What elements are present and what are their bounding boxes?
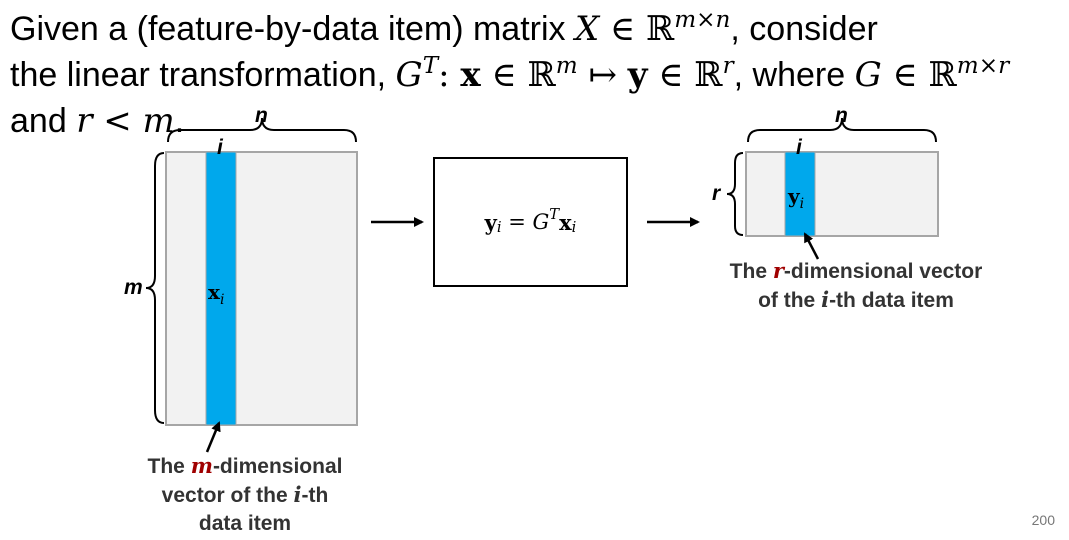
caption-text: of the xyxy=(758,289,822,312)
math-mapsto: ↦ xyxy=(577,55,628,95)
math-G: G xyxy=(395,55,423,95)
statement-line-1: Given a (feature-by-data item) matrix X … xyxy=(10,7,1065,54)
caption-line: vector of the i-th xyxy=(120,481,370,510)
vector-subscript: i xyxy=(219,291,225,308)
eq-y-sub: i xyxy=(496,218,502,236)
math-in-reals: ∈ ℝ xyxy=(647,55,723,95)
left-label-m: m xyxy=(124,276,143,299)
problem-statement: Given a (feature-by-data item) matrix X … xyxy=(10,7,1065,142)
right-vector-label: yi xyxy=(788,184,804,212)
statement-text: , where xyxy=(733,56,855,94)
left-pointer-arrow xyxy=(205,421,221,453)
right-label-r: r xyxy=(712,182,721,205)
page-number: 200 xyxy=(1031,512,1055,528)
caption-text: -dimensional vector xyxy=(783,260,983,283)
math-superscript: m xyxy=(555,53,578,80)
right-pointer-arrow xyxy=(803,232,820,260)
left-caption: The m-dimensional vector of the i-th dat… xyxy=(120,452,370,538)
math-G: G xyxy=(854,55,882,95)
math-superscript: r xyxy=(722,53,734,80)
right-vector-column xyxy=(784,151,816,237)
right-top-brace xyxy=(747,117,937,143)
vector-x: x xyxy=(208,280,220,304)
caption-text: -th xyxy=(301,484,329,507)
left-side-brace xyxy=(145,152,165,424)
statement-text: Given a (feature-by-data item) matrix xyxy=(10,10,575,48)
statement-line-2: the linear transformation, GT: x ∈ ℝm ↦ … xyxy=(10,53,1065,100)
caption-line: The m-dimensional xyxy=(120,452,370,481)
caption-text: vector of the xyxy=(161,484,294,507)
eq-T: T xyxy=(549,206,560,224)
left-vector-column xyxy=(205,151,237,426)
caption-text: data item xyxy=(198,512,292,535)
caption-m: m xyxy=(190,453,213,478)
caption-i: i xyxy=(293,482,302,507)
left-top-brace xyxy=(167,117,357,143)
eq-G: G xyxy=(532,210,550,234)
caption-i: i xyxy=(821,287,830,312)
statement-text: . xyxy=(174,102,185,140)
right-label-i: i xyxy=(796,136,802,159)
math-superscript: T xyxy=(422,53,439,80)
math-x-bold: x xyxy=(460,55,481,95)
caption-line: data item xyxy=(120,510,370,538)
math-superscript: m×r xyxy=(956,53,1010,80)
caption-r: r xyxy=(772,258,784,283)
math-in-reals: ∈ ℝ xyxy=(599,9,675,49)
caption-text: -dimensional xyxy=(212,455,343,478)
eq-x-sub: i xyxy=(571,218,577,236)
caption-line: The r-dimensional vector xyxy=(700,257,1012,286)
caption-text: The xyxy=(147,455,191,478)
statement-text: and xyxy=(10,102,77,140)
math-superscript: m×n xyxy=(674,7,731,34)
statement-text: the linear transformation, xyxy=(10,56,396,94)
vector-subscript: i xyxy=(799,195,805,212)
eq-equals: = xyxy=(501,210,533,234)
caption-text: -th data item xyxy=(829,289,954,312)
math-colon: : xyxy=(438,55,461,95)
math-y-bold: y xyxy=(627,55,648,95)
left-label-i: i xyxy=(217,136,223,159)
math-r-less-m: r < m xyxy=(76,101,175,141)
math-in-reals: ∈ ℝ xyxy=(881,55,957,95)
eq-x: x xyxy=(559,209,572,235)
statement-line-3: and r < m. xyxy=(10,100,1065,142)
right-caption: The r-dimensional vector of the i-th dat… xyxy=(700,257,1012,315)
right-label-n: n xyxy=(835,104,848,127)
eq-y: y xyxy=(484,209,497,235)
caption-text: The xyxy=(729,260,773,283)
left-matrix xyxy=(165,151,358,426)
vector-y: y xyxy=(788,184,800,208)
left-vector-label: xi xyxy=(208,280,224,308)
right-side-brace xyxy=(726,152,744,236)
equation-box xyxy=(433,157,628,287)
math-in-reals: ∈ ℝ xyxy=(480,55,556,95)
right-matrix xyxy=(745,151,939,237)
left-label-n: n xyxy=(255,104,268,127)
statement-text: , consider xyxy=(730,10,878,48)
caption-line: of the i-th data item xyxy=(700,286,1012,315)
math-X: X xyxy=(574,9,600,49)
